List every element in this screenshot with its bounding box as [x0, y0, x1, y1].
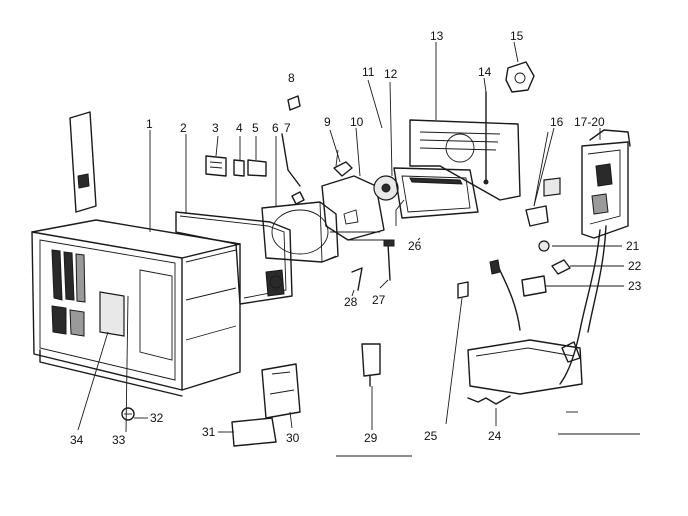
callout-23: 23: [628, 279, 642, 293]
back-panel-part-13: [409, 119, 521, 201]
callout-12: 12: [384, 67, 398, 81]
motor-mount-part-10: [321, 175, 388, 241]
callout-34: 34: [70, 433, 84, 447]
callout-5: 5: [252, 121, 259, 135]
front-panel-part-2: [175, 211, 293, 305]
leader-lines: [77, 41, 624, 433]
callout-22: 22: [628, 259, 642, 273]
control-box-part-17-20: [543, 129, 631, 239]
coil-assembly-part-26: [393, 167, 479, 226]
callout-32: 32: [150, 411, 164, 425]
base-tray-part-24: [467, 259, 583, 405]
callout-10: 10: [350, 115, 364, 129]
callout-33: 33: [112, 433, 126, 447]
callout-28: 28: [344, 295, 358, 309]
callout-25: 25: [424, 429, 438, 443]
tower-grille-part: [69, 111, 97, 213]
cover-part-31: [231, 417, 277, 447]
callout-13: 13: [430, 29, 444, 43]
callout-1: 1: [146, 117, 153, 131]
capacitor-part-29: [361, 343, 381, 387]
bracket-part-7: [281, 133, 305, 205]
callout-4: 4: [236, 121, 243, 135]
switch-part-16: [525, 131, 549, 227]
callout-24: 24: [488, 429, 502, 443]
bracket-part-15: [505, 61, 535, 93]
fitting-part-22: [551, 259, 571, 275]
blower-housing-part-6: [261, 201, 339, 263]
clip-part-8: [287, 95, 301, 111]
callout-27: 27: [372, 293, 386, 307]
callout-30: 30: [286, 431, 300, 445]
callout-26: 26: [408, 239, 422, 253]
thermostat-part-25: [445, 281, 469, 425]
callout-15: 15: [510, 29, 524, 43]
callout-7: 7: [284, 121, 291, 135]
callout-3: 3: [212, 121, 219, 135]
rod-part-14: [483, 91, 489, 185]
knob-part-32: [121, 407, 135, 421]
callout-8: 8: [288, 71, 295, 85]
card-part-3: [205, 155, 227, 177]
cabinet-part-1: [31, 219, 241, 397]
callout-9: 9: [324, 115, 331, 129]
callout-6: 6: [272, 121, 279, 135]
card-part-4: [233, 159, 245, 177]
relay-part-23: [521, 225, 607, 385]
motor-part-12: [373, 175, 399, 201]
spring-part-28: [351, 267, 363, 291]
callout-17-20: 17-20: [574, 115, 605, 129]
fan-blade-part-9: [333, 149, 353, 177]
callout-31: 31: [202, 425, 216, 439]
fitting-part-21: [538, 240, 550, 252]
callout-2: 2: [180, 121, 187, 135]
callout-labels: 1 2 3 4 5 6 7 8 9 10 11 12 13 14 15 16 1…: [70, 29, 642, 447]
card-part-5: [247, 159, 267, 177]
reference-rules: [336, 411, 640, 457]
filter-part-30: [261, 363, 301, 419]
callout-16: 16: [550, 115, 564, 129]
callout-29: 29: [364, 431, 378, 445]
callout-21: 21: [626, 239, 640, 253]
callout-14: 14: [478, 65, 492, 79]
callout-11: 11: [362, 65, 375, 79]
screw-part-27: [383, 239, 395, 281]
